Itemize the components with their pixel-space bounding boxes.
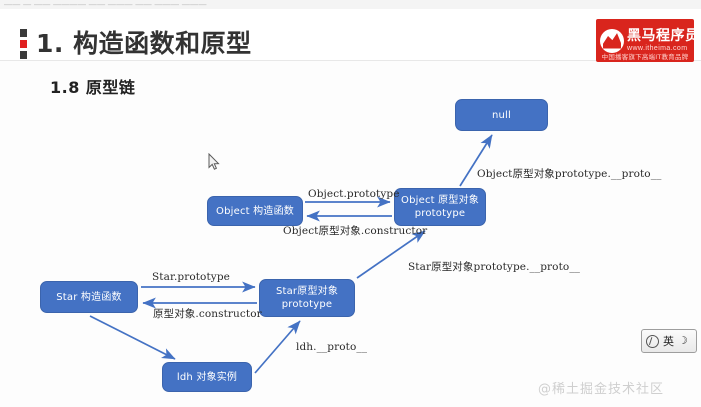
node-object-prototype-label: Object 原型对象 prototype [401, 195, 479, 219]
bullet-square-top [20, 29, 27, 37]
prototype-chain-diagram: null Object 构造函数 Object 原型对象 prototype S… [0, 88, 701, 407]
node-star-prototype[interactable]: Star原型对象 prototype [259, 279, 355, 317]
moon-icon[interactable]: ☽ [678, 334, 688, 347]
brand-text-block: 黑马程序员 www.itheima.com [627, 27, 694, 53]
edge-label-star-constructor: 原型对象.constructor [153, 308, 262, 320]
edge-label-object-prototype: Object.prototype [308, 188, 400, 200]
ime-mode-label[interactable]: 英 [663, 334, 674, 348]
top-cutoff-strip: —— — —— ———— —— ——— —— ——— ——— [0, 0, 701, 9]
edge-label-star-proto-proto: Star原型对象prototype.__proto__ [408, 261, 581, 273]
watermark: @稀土掘金技术社区 [538, 382, 665, 397]
node-object-prototype[interactable]: Object 原型对象 prototype [394, 188, 486, 226]
node-ldh-instance[interactable]: ldh 对象实例 [162, 362, 252, 392]
node-star-prototype-label: Star原型对象 prototype [275, 286, 339, 310]
arrow-object-proto-to-null [459, 134, 493, 187]
arrow-star-ctor-to-ldh [89, 315, 176, 360]
header-band: 1. 构造函数和原型 黑马程序员 www.itheima.com 中国播客旗下高… [0, 9, 701, 62]
bullet-square-bottom [20, 51, 27, 59]
node-null[interactable]: null [455, 99, 548, 131]
brand-name: 黑马程序员 [627, 27, 694, 44]
section-heading: 1.8 原型链 [50, 78, 136, 97]
edge-label-object-proto-proto: Object原型对象prototype.__proto__ [477, 168, 662, 180]
page-title: 1. 构造函数和原型 [36, 29, 252, 58]
bullet-square-middle [20, 40, 27, 48]
sogou-ime-icon[interactable] [646, 334, 659, 348]
diagram-arrows [89, 134, 493, 374]
edge-label-object-constructor: Object原型对象.constructor [283, 225, 428, 237]
node-ldh-instance-label: ldh 对象实例 [176, 371, 238, 383]
node-null-label: null [491, 109, 512, 121]
stacked-squares-bullet-icon [20, 29, 27, 59]
node-object-constructor[interactable]: Object 构造函数 [207, 196, 303, 226]
node-star-constructor-label: Star 构造函数 [56, 291, 122, 303]
horse-head-icon [600, 28, 624, 53]
node-star-constructor[interactable]: Star 构造函数 [40, 281, 138, 313]
ime-floating-bar[interactable]: 英 ☽ [641, 329, 697, 353]
brand-logo: 黑马程序员 www.itheima.com 中国播客旗下高端IT教育品牌 [596, 19, 694, 62]
arrow-star-proto-to-object-proto [356, 230, 426, 279]
brand-url: www.itheima.com [627, 44, 688, 52]
edge-label-star-prototype: Star.prototype [152, 271, 230, 283]
node-object-constructor-label: Object 构造函数 [216, 205, 294, 217]
mouse-pointer-arrow-icon [208, 153, 220, 170]
edge-label-ldh-proto: ldh.__proto__ [296, 341, 368, 353]
brand-tagline: 中国播客旗下高端IT教育品牌 [601, 53, 689, 61]
arrow-ldh-to-star-proto [254, 320, 301, 374]
